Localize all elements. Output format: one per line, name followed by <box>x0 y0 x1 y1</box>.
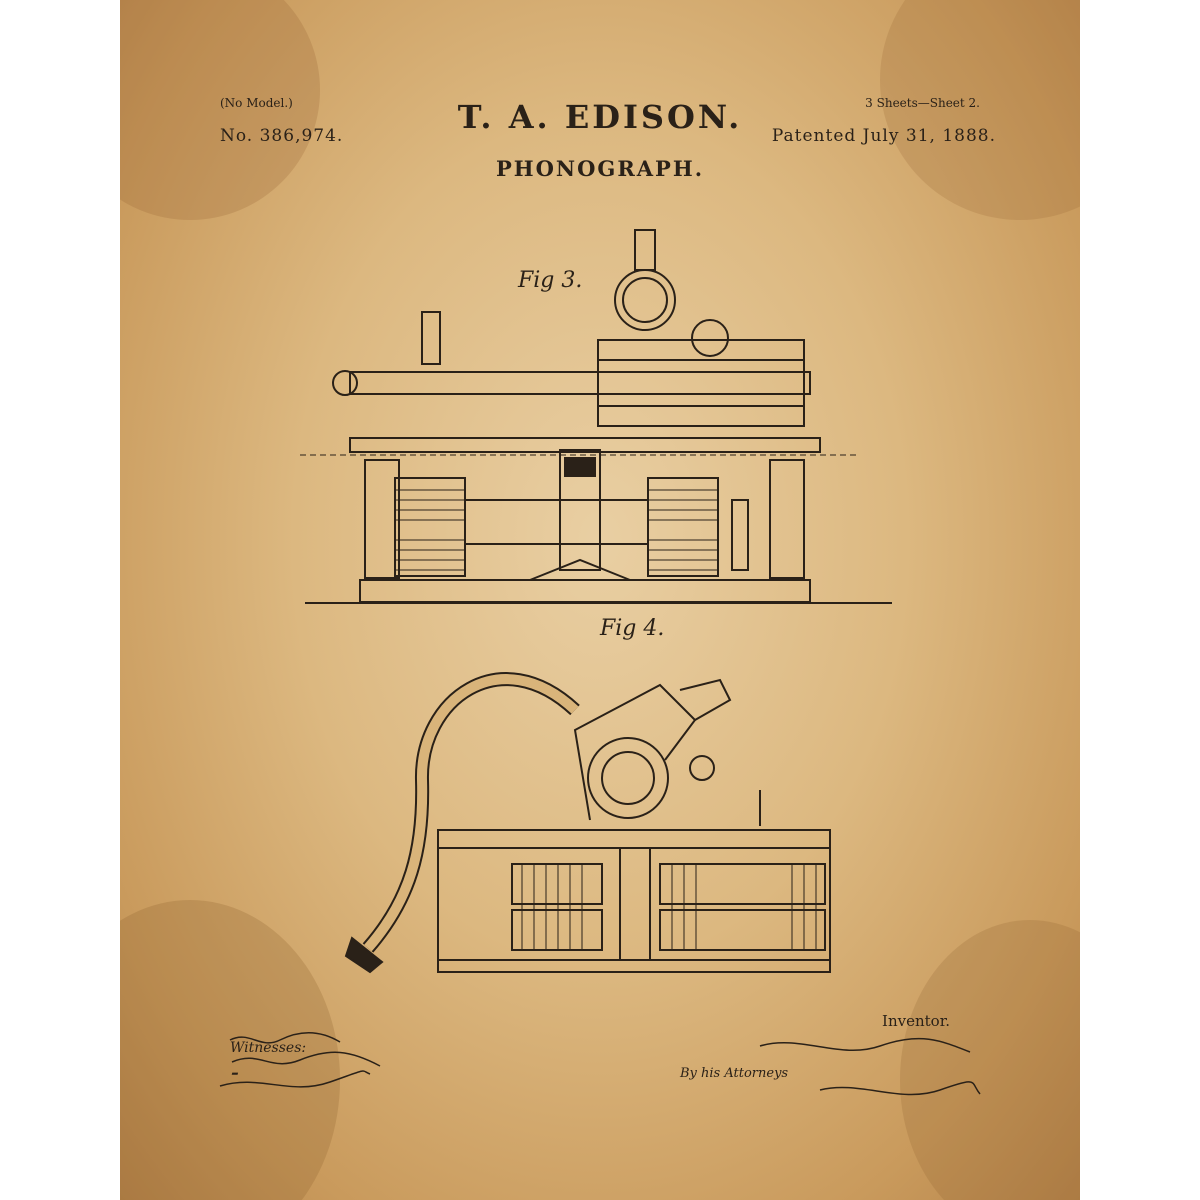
inventor-heading: T. A. EDISON. <box>457 98 743 136</box>
stain <box>900 920 1080 1200</box>
attorneys-label: By his Attorneys <box>680 1066 789 1081</box>
patent-sheet: (No Model.) No. 386,974. T. A. EDISON. P… <box>120 0 1080 1200</box>
figure-4-label: Fig 4. <box>600 616 665 641</box>
inventor-label: Inventor. <box>882 1012 950 1030</box>
patent-number: No. 386,974. <box>220 126 344 146</box>
figure-4-drawing <box>344 672 831 974</box>
witness-signature-1: ⁃ <box>228 1062 238 1086</box>
patent-date: Patented July 31, 1888. <box>771 126 996 146</box>
patent-title: PHONOGRAPH. <box>495 156 705 181</box>
figure-3-label: Fig 3. <box>518 268 583 293</box>
sheet-count: 3 Sheets—Sheet 2. <box>865 96 980 110</box>
witnesses-label: Witnesses: <box>230 1040 307 1056</box>
no-model-note: (No Model.) <box>220 96 293 110</box>
